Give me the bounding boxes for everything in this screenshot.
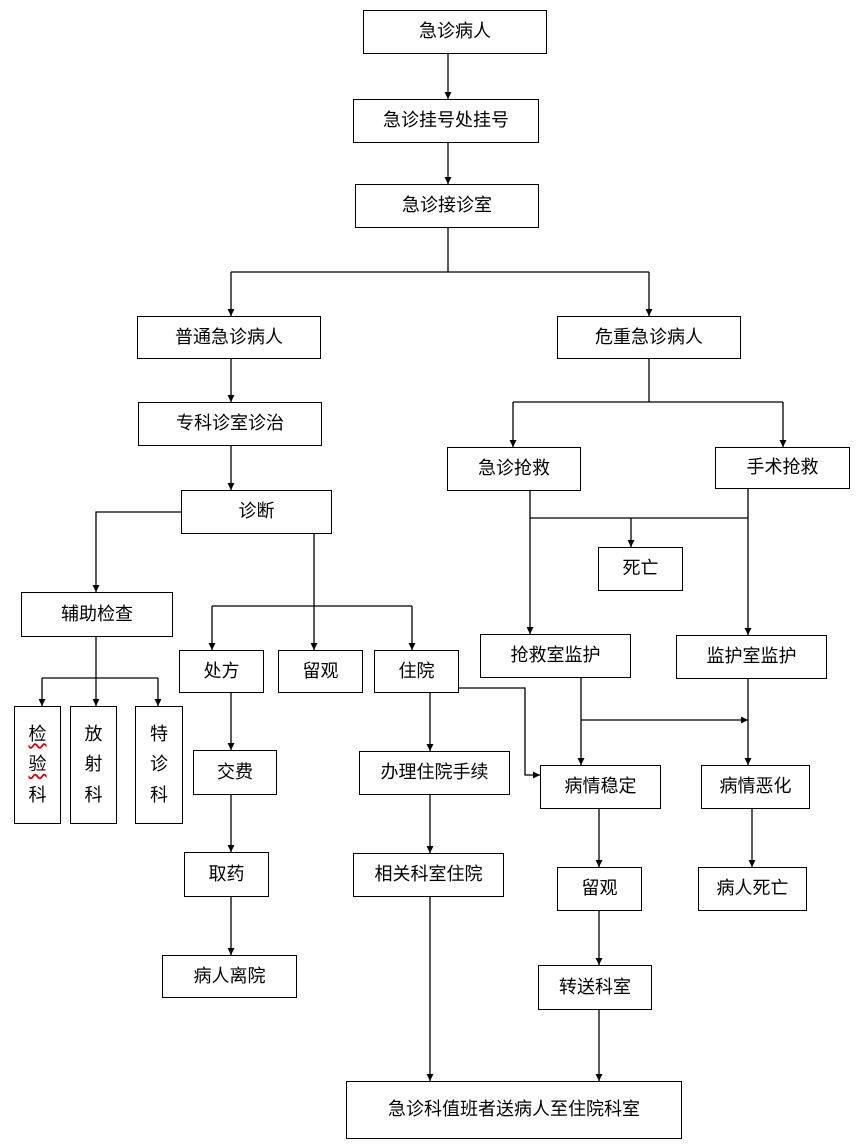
node-ordinary-patient: 普通急诊病人: [137, 316, 321, 359]
node-observation-2: 留观: [557, 867, 642, 911]
edge-hospitalization-stable: [459, 687, 540, 779]
edge-diagnosis-auxiliary: [92, 511, 181, 592]
node-stable-condition: 病情稳定: [540, 765, 661, 809]
node-lab-dept: 检 验 科: [14, 706, 61, 824]
node-observation: 留观: [278, 650, 363, 693]
node-transfer-dept: 转送科室: [538, 965, 652, 1010]
node-emergency-rescue: 急诊抢救: [447, 447, 581, 491]
node-rescue-room-monitor: 抢救室监护: [480, 634, 631, 678]
node-get-medicine: 取药: [184, 852, 269, 897]
node-prescription: 处方: [179, 650, 264, 693]
node-diagnosis: 诊断: [181, 490, 332, 534]
node-payment: 交费: [193, 750, 277, 795]
node-death: 死亡: [598, 547, 683, 591]
node-condition-worsened: 病情恶化: [701, 765, 810, 809]
node-patient-discharge: 病人离院: [162, 955, 297, 998]
node-radiology-dept: 放 射 科: [70, 706, 117, 824]
node-dept-admission: 相关科室住院: [353, 853, 504, 897]
node-specialist-room: 专科诊室诊治: [138, 402, 322, 446]
node-icu-monitor: 监护室监护: [676, 635, 827, 679]
node-auxiliary-exam: 辅助检查: [21, 592, 173, 637]
node-special-dept: 特 诊 科: [135, 706, 183, 824]
node-patient-death: 病人死亡: [698, 867, 807, 911]
node-critical-patient: 危重急诊病人: [557, 316, 741, 359]
node-registration: 急诊挂号处挂号: [353, 99, 539, 143]
node-hospitalization: 住院: [374, 650, 459, 693]
node-surgical-rescue: 手术抢救: [715, 447, 850, 489]
node-reception-room: 急诊接诊室: [355, 184, 539, 228]
node-emergency-patient: 急诊病人: [363, 10, 547, 54]
node-admission-procedure: 办理住院手续: [359, 751, 510, 795]
node-final-transfer: 急诊科值班者送病人至住院科室: [346, 1081, 682, 1139]
